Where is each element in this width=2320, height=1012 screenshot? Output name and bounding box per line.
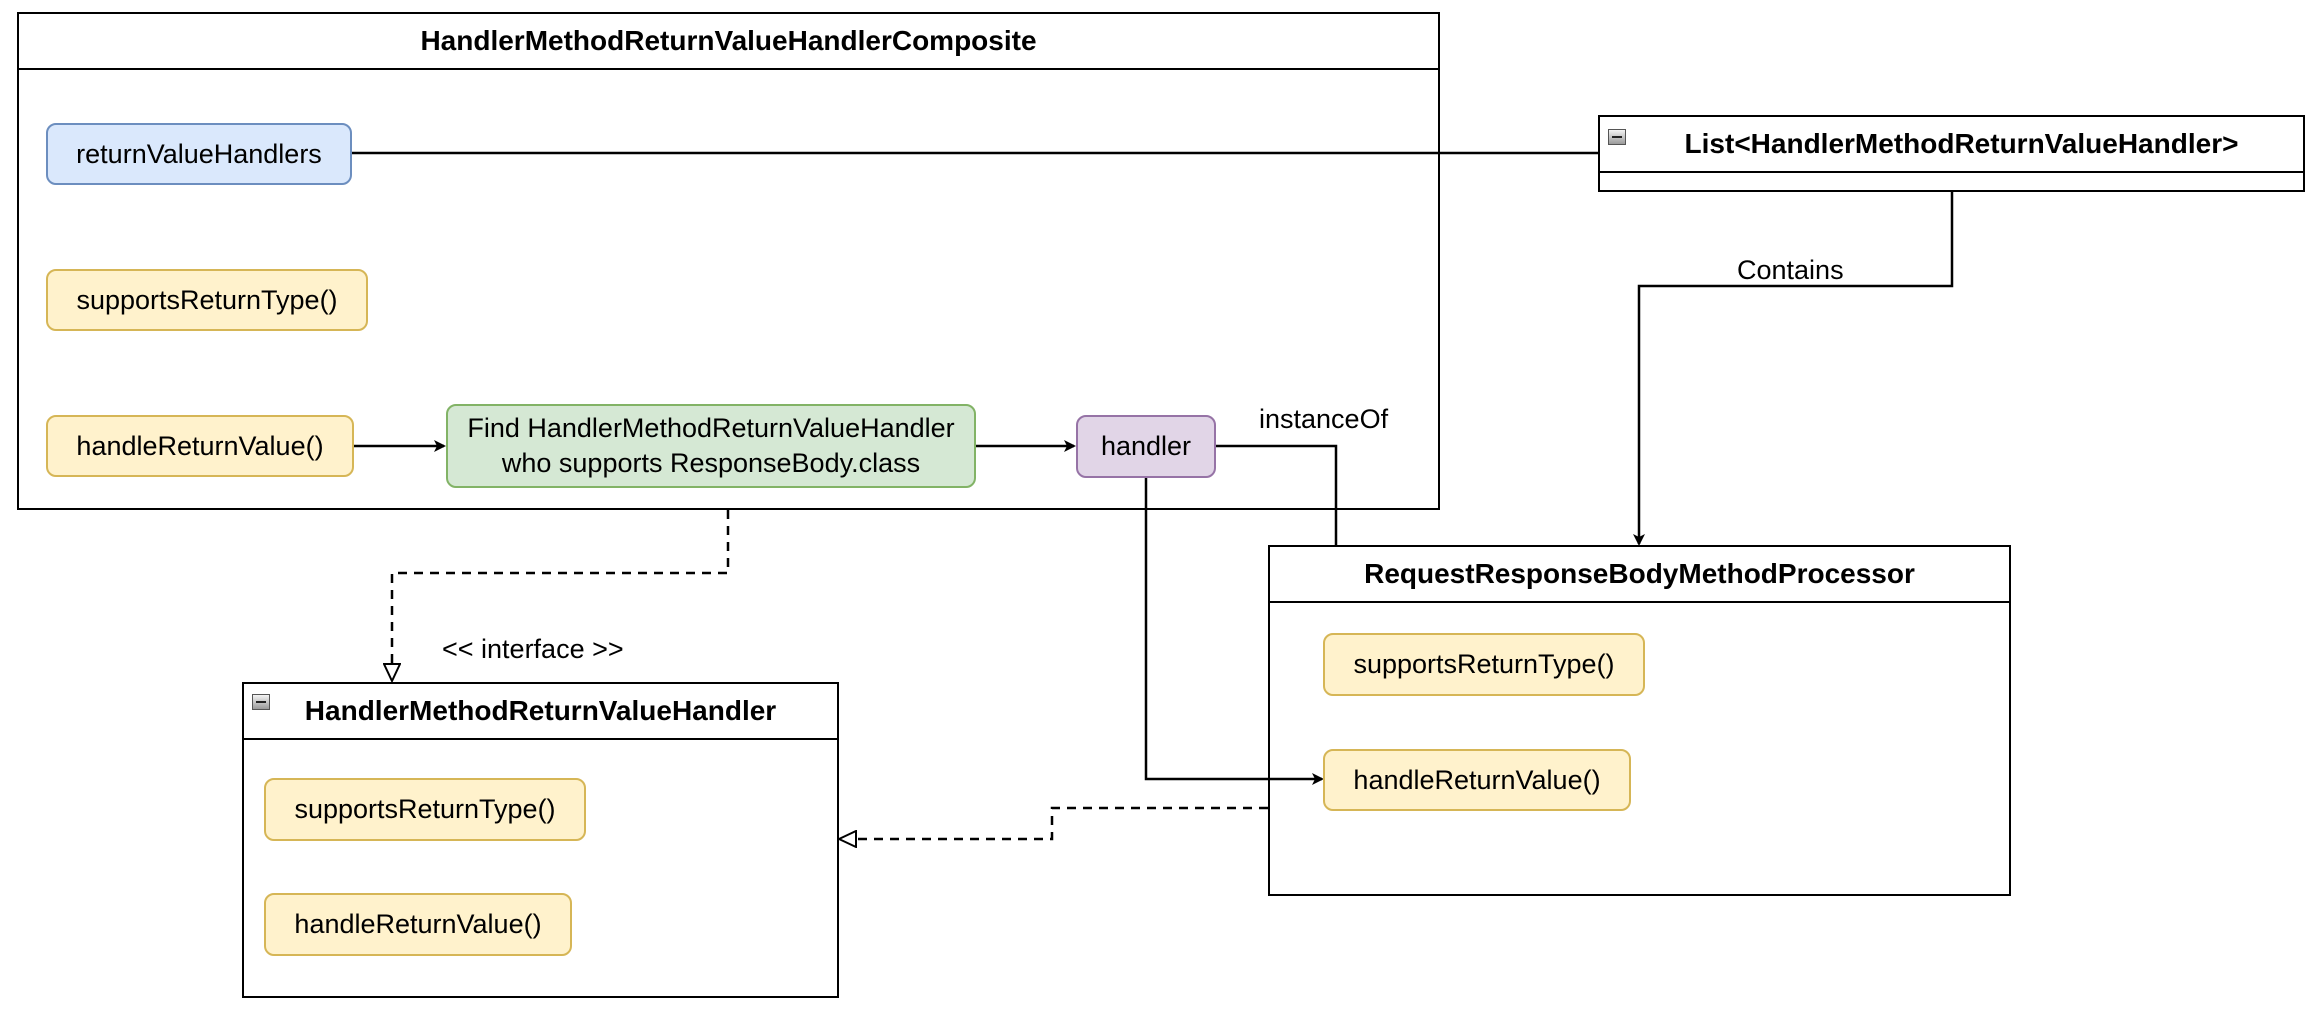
collapse-icon[interactable] xyxy=(1608,129,1626,145)
interface-class-box: HandlerMethodReturnValueHandler xyxy=(242,682,839,998)
handler-node[interactable]: handler xyxy=(1076,415,1216,478)
processor-realization-edge xyxy=(839,806,1268,839)
handler-list-header: List<HandlerMethodReturnValueHandler> xyxy=(1600,117,2303,173)
composite-handle-return-value-method[interactable]: handleReturnValue() xyxy=(46,415,354,477)
handler-list-title: List<HandlerMethodReturnValueHandler> xyxy=(1684,128,2239,159)
contains-label: Contains xyxy=(1737,255,1844,285)
processor-handle-return-value-method[interactable]: handleReturnValue() xyxy=(1323,749,1631,811)
composite-class-box: HandlerMethodReturnValueHandlerComposite xyxy=(17,12,1440,510)
handler-call-edge xyxy=(1144,478,1324,785)
processor-class-title: RequestResponseBodyMethodProcessor xyxy=(1270,547,2009,603)
interface-handle-return-value-method[interactable]: handleReturnValue() xyxy=(264,893,572,956)
interface-supports-return-type-method[interactable]: supportsReturnType() xyxy=(264,778,586,841)
find-handler-step[interactable]: Find HandlerMethodReturnValueHandler who… xyxy=(446,404,976,488)
composite-supports-return-type-method[interactable]: supportsReturnType() xyxy=(46,269,368,331)
composite-realization-edge xyxy=(392,510,730,681)
handler-list-class-box: List<HandlerMethodReturnValueHandler> xyxy=(1598,115,2305,192)
contains-edge xyxy=(1633,190,1954,546)
instanceof-edge xyxy=(1216,444,1338,545)
return-value-handlers-field[interactable]: returnValueHandlers xyxy=(46,123,352,185)
processor-supports-return-type-method[interactable]: supportsReturnType() xyxy=(1323,633,1645,696)
instanceof-label: instanceOf xyxy=(1259,404,1389,434)
find-handler-line1: Find HandlerMethodReturnValueHandler xyxy=(467,413,955,443)
find-handler-line2: who supports ResponseBody.class xyxy=(501,448,921,478)
interface-header: HandlerMethodReturnValueHandler xyxy=(244,684,837,740)
interface-stereotype: << interface >> xyxy=(442,634,624,664)
composite-class-title: HandlerMethodReturnValueHandlerComposite xyxy=(19,14,1438,70)
collapse-icon[interactable] xyxy=(252,694,270,710)
interface-title: HandlerMethodReturnValueHandler xyxy=(304,695,777,726)
processor-class-box: RequestResponseBodyMethodProcessor xyxy=(1268,545,2011,896)
